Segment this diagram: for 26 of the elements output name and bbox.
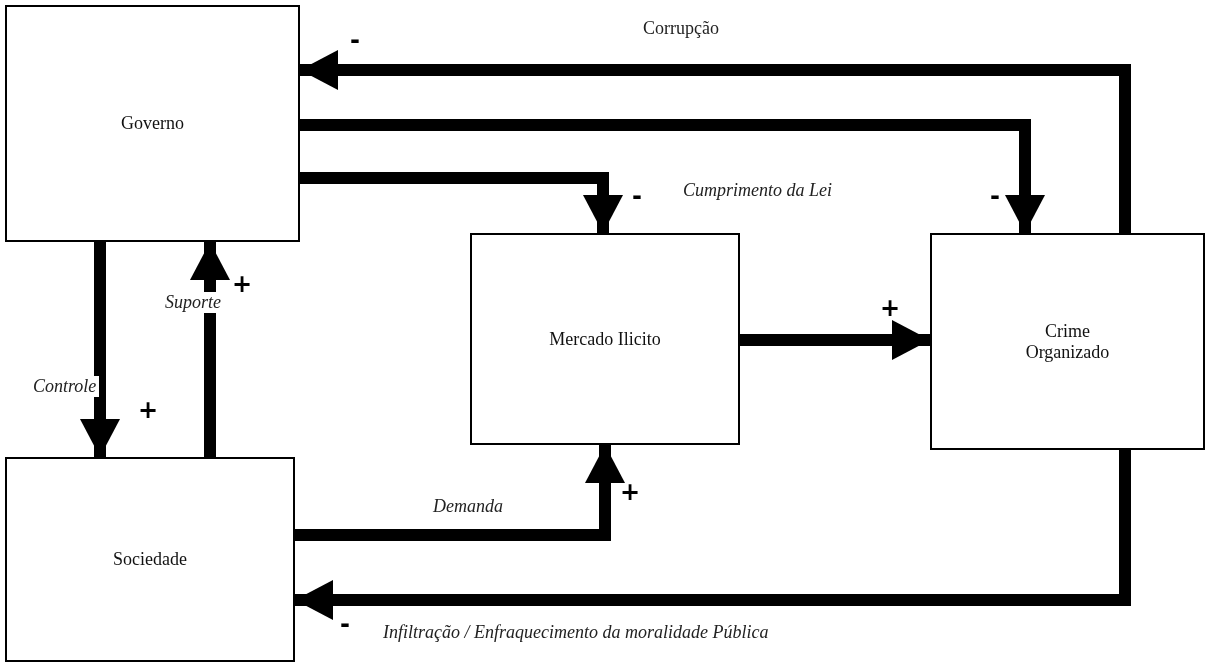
arrow bbox=[80, 242, 120, 457]
arrow bbox=[300, 119, 1045, 233]
polarity-sign: + bbox=[880, 296, 901, 320]
node-label: Sociedade bbox=[113, 549, 187, 570]
process-box bbox=[470, 233, 740, 445]
polarity-sign: + bbox=[138, 398, 159, 422]
polarity-sign: - bbox=[990, 184, 1000, 208]
process-box bbox=[5, 457, 295, 662]
node-label: Crime Organizado bbox=[1024, 320, 1111, 363]
process-box bbox=[5, 5, 300, 242]
process-box bbox=[930, 233, 1205, 450]
edge-label: Suporte bbox=[162, 292, 224, 313]
polarity-sign: - bbox=[632, 184, 642, 208]
arrow bbox=[300, 172, 623, 233]
polarity-sign: + bbox=[232, 272, 253, 296]
polarity-sign: - bbox=[340, 612, 350, 636]
node-label: Mercado Ilicito bbox=[549, 328, 661, 350]
arrow bbox=[300, 50, 1131, 233]
polarity-sign: + bbox=[620, 480, 641, 504]
polarity-sign: - bbox=[350, 28, 360, 52]
arrow bbox=[295, 450, 1131, 620]
arrow bbox=[740, 320, 930, 360]
arrow bbox=[295, 445, 625, 541]
arrow bbox=[190, 242, 230, 457]
node-label: Governo bbox=[121, 113, 184, 134]
edge-label: Corrupção bbox=[640, 18, 722, 39]
